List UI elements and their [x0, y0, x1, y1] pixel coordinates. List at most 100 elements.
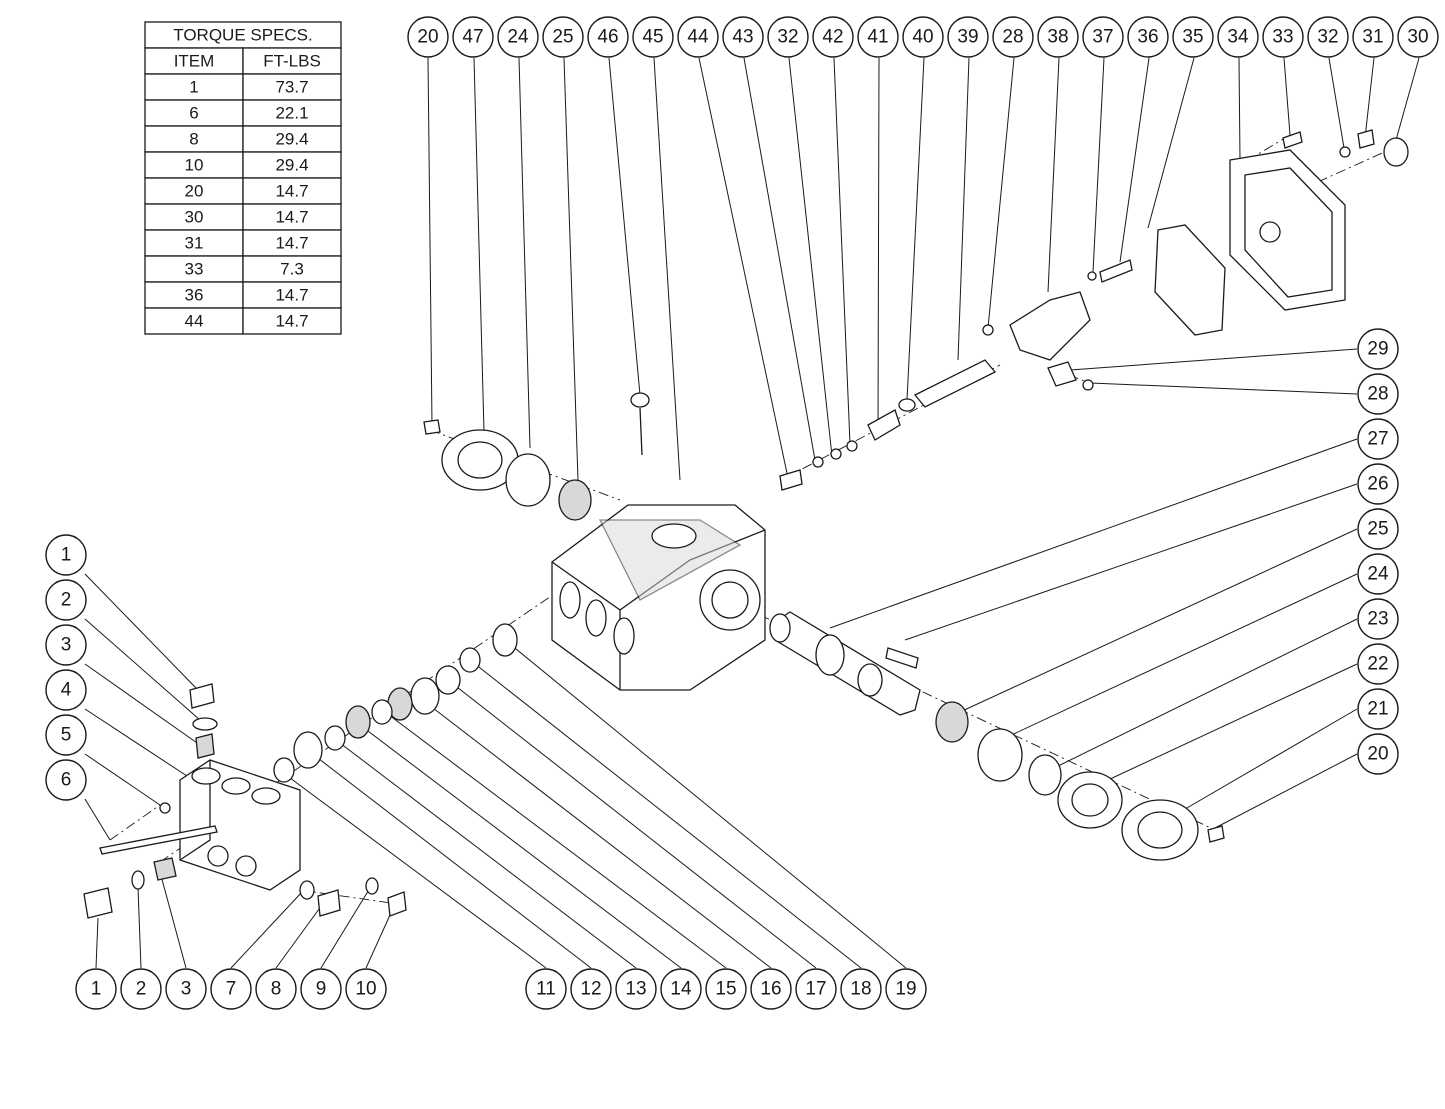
callout-label: 32	[1317, 27, 1338, 48]
callout-label: 39	[957, 27, 978, 48]
callout-label: 21	[1367, 699, 1388, 720]
callout-label: 16	[760, 979, 781, 1000]
callout-circle	[632, 16, 674, 58]
callout-label: 14	[670, 979, 692, 1000]
callout-label: 3	[61, 635, 72, 656]
callout-28: 28	[992, 16, 1034, 58]
table-torque-cell: 14.7	[275, 286, 308, 305]
callout-label: 25	[1367, 519, 1388, 540]
callout-3: 3	[165, 968, 207, 1010]
manifold-head	[179, 759, 301, 891]
table-torque-cell: 22.1	[275, 104, 308, 123]
callout-32: 32	[1307, 16, 1349, 58]
callout-27: 27	[1357, 418, 1399, 460]
callout-circle	[210, 968, 252, 1010]
callout-circle	[722, 16, 764, 58]
callout-33: 33	[1262, 16, 1304, 58]
callout-8: 8	[255, 968, 297, 1010]
cover-gasket	[1154, 224, 1226, 336]
table-item-cell: 6	[189, 104, 198, 123]
callout-circle	[1357, 688, 1399, 730]
callout-label: 8	[271, 979, 282, 1000]
table-item-cell: 30	[185, 208, 204, 227]
callout-44: 44	[677, 16, 719, 58]
callout-20: 20	[1357, 733, 1399, 775]
callout-circle	[1037, 16, 1079, 58]
callout-39: 39	[947, 16, 989, 58]
callout-45: 45	[632, 16, 674, 58]
callout-label: 34	[1227, 27, 1249, 48]
callout-label: 37	[1092, 27, 1113, 48]
table-header-cell: FT-LBS	[263, 52, 321, 71]
callout-label: 47	[462, 27, 483, 48]
table-torque-cell: 29.4	[275, 130, 308, 149]
callout-circle	[300, 968, 342, 1010]
callout-19: 19	[885, 968, 927, 1010]
callout-circle	[45, 534, 87, 576]
callout-circle	[885, 968, 927, 1010]
callout-circle	[947, 16, 989, 58]
callout-7: 7	[210, 968, 252, 1010]
callout-label: 24	[1367, 564, 1389, 585]
callout-label: 11	[536, 979, 556, 1000]
roller-bearing-right	[935, 701, 969, 743]
callout-circle	[992, 16, 1034, 58]
plunger-sleeve	[867, 409, 901, 441]
callout-label: 2	[136, 979, 147, 1000]
callout-47: 47	[452, 16, 494, 58]
flange-gasket	[1057, 771, 1123, 829]
callout-circle	[1357, 373, 1399, 415]
callout-16: 16	[750, 968, 792, 1010]
callout-circle	[452, 16, 494, 58]
callout-label: 31	[1362, 27, 1383, 48]
callout-28: 28	[1357, 373, 1399, 415]
table-torque-cell: 14.7	[275, 208, 308, 227]
table-item-cell: 20	[185, 182, 204, 201]
callout-20: 20	[407, 16, 449, 58]
callout-circle	[1357, 463, 1399, 505]
callout-label: 4	[61, 680, 72, 701]
callout-label: 33	[1272, 27, 1293, 48]
callout-24: 24	[1357, 553, 1399, 595]
callout-26: 26	[1357, 463, 1399, 505]
callout-label: 38	[1047, 27, 1068, 48]
callout-label: 7	[226, 979, 237, 1000]
callout-label: 18	[850, 979, 871, 1000]
table-torque-cell: 14.7	[275, 182, 308, 201]
callout-circle	[795, 968, 837, 1010]
callout-label: 1	[61, 545, 72, 566]
callout-34: 34	[1217, 16, 1259, 58]
callout-32: 32	[767, 16, 809, 58]
callout-label: 10	[355, 979, 376, 1000]
callout-30: 30	[1397, 16, 1439, 58]
callout-label: 26	[1367, 474, 1388, 495]
o-ring-left	[505, 453, 551, 507]
table-header-cell: ITEM	[174, 52, 215, 71]
oil-seal-right	[1028, 754, 1062, 796]
callout-label: 28	[1002, 27, 1023, 48]
table-item-cell: 33	[185, 260, 204, 279]
callout-circle	[1357, 733, 1399, 775]
callout-37: 37	[1082, 16, 1124, 58]
callout-label: 45	[642, 27, 663, 48]
callout-24: 24	[497, 16, 539, 58]
callout-circle	[1357, 643, 1399, 685]
callout-41: 41	[857, 16, 899, 58]
callout-circle	[1262, 16, 1304, 58]
table-torque-cell: 73.7	[275, 78, 308, 97]
callout-circle	[497, 16, 539, 58]
callout-9: 9	[300, 968, 342, 1010]
callout-label: 20	[417, 27, 438, 48]
callout-circle	[525, 968, 567, 1010]
fittings-and-plugs	[83, 129, 1409, 919]
connecting-rod	[1009, 291, 1091, 361]
rear-cover	[1229, 149, 1346, 311]
callout-25: 25	[542, 16, 584, 58]
callout-circle	[1217, 16, 1259, 58]
table-torque-cell: 14.7	[275, 234, 308, 253]
callout-circle	[1082, 16, 1124, 58]
callout-11: 11	[525, 968, 567, 1010]
